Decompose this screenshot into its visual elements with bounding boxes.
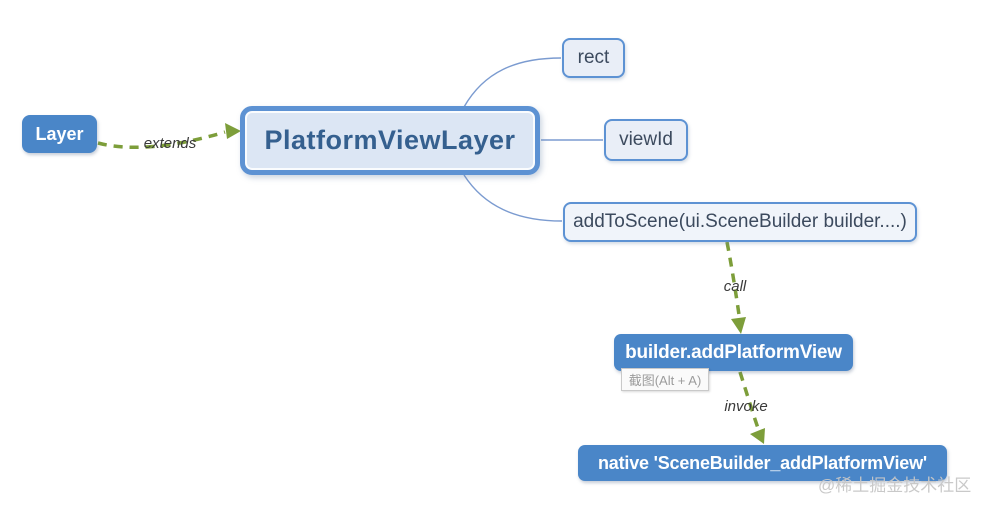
node-native-scene-builder[interactable]: native 'SceneBuilder_addPlatformView' xyxy=(578,445,947,481)
screenshot-hotkey-tooltip: 截图(Alt + A) xyxy=(621,368,709,391)
edge-label-extends: extends xyxy=(143,135,197,152)
edge-label-invoke: invoke xyxy=(724,398,768,415)
extends-arrowhead xyxy=(225,123,241,139)
node-layer[interactable]: Layer xyxy=(22,115,97,153)
call-edge xyxy=(725,241,742,323)
node-builder-add-platform-view[interactable]: builder.addPlatformView xyxy=(614,334,853,371)
node-view-id[interactable]: viewId xyxy=(604,119,688,161)
call-arrowhead xyxy=(731,317,746,334)
node-add-to-scene[interactable]: addToScene(ui.SceneBuilder builder....) xyxy=(563,202,917,242)
invoke-arrowhead xyxy=(750,428,765,444)
connector-root-to-rect xyxy=(463,57,562,108)
extends-edge xyxy=(97,130,226,150)
edge-label-call: call xyxy=(723,278,747,295)
node-rect[interactable]: rect xyxy=(562,38,625,78)
connector-root-to-addtoscene xyxy=(463,174,563,222)
watermark: @稀土掘金技术社区 xyxy=(818,476,972,495)
invoke-edge xyxy=(738,371,761,432)
node-platform-view-layer[interactable]: PlatformViewLayer xyxy=(240,106,540,175)
